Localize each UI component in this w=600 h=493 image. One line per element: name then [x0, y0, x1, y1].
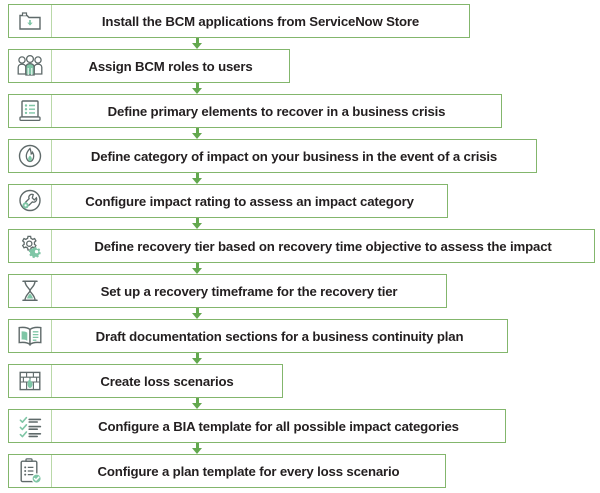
step-label: Configure a plan template for every loss…	[97, 463, 400, 479]
wrench-gear-circle-icon	[9, 185, 52, 217]
step-box[interactable]: Install the BCM applications from Servic…	[8, 4, 470, 38]
step-box[interactable]: Define primary elements to recover in a …	[8, 94, 502, 128]
step-box[interactable]: Configure a BIA template for all possibl…	[8, 409, 506, 443]
arrow-shaft	[196, 308, 199, 314]
step-box[interactable]: Define recovery tier based on recovery t…	[8, 229, 595, 263]
step-label: Define recovery tier based on recovery t…	[94, 238, 552, 254]
arrow-shaft	[196, 218, 199, 224]
users-group-icon	[9, 50, 52, 82]
flow-arrow-10-to-11	[192, 443, 203, 454]
arrow-head	[192, 88, 202, 94]
hourglass-icon	[9, 275, 52, 307]
flow-step-9: Create loss scenarios	[8, 364, 283, 398]
arrow-shaft	[196, 128, 199, 134]
flow-step-5: Configure impact rating to assess an imp…	[8, 184, 448, 218]
flow-arrow-2-to-3	[192, 83, 203, 94]
arrow-shaft	[196, 263, 199, 269]
arrow-shaft	[196, 83, 199, 89]
checklist-icon	[9, 410, 52, 442]
arrow-head	[192, 448, 202, 454]
flow-step-6: Define recovery tier based on recovery t…	[8, 229, 595, 263]
arrow-shaft	[196, 398, 199, 404]
arrow-shaft	[196, 353, 199, 359]
step-box[interactable]: Define category of impact on your busine…	[8, 139, 537, 173]
flow-step-1: Install the BCM applications from Servic…	[8, 4, 470, 38]
flow-arrow-1-to-2	[192, 38, 203, 49]
arrow-head	[192, 133, 202, 139]
double-gear-icon	[9, 230, 52, 262]
step-label: Create loss scenarios	[100, 373, 234, 389]
arrow-head	[192, 403, 202, 409]
step-label: Install the BCM applications from Servic…	[101, 13, 420, 29]
step-label: Assign BCM roles to users	[88, 58, 253, 74]
arrow-head	[192, 313, 202, 319]
arrow-head	[192, 268, 202, 274]
step-box[interactable]: Draft documentation sections for a busin…	[8, 319, 508, 353]
flow-arrow-4-to-5	[192, 173, 203, 184]
flow-arrow-5-to-6	[192, 218, 203, 229]
flow-step-10: Configure a BIA template for all possibl…	[8, 409, 506, 443]
flow-step-7: Set up a recovery timeframe for the reco…	[8, 274, 447, 308]
flow-step-11: Configure a plan template for every loss…	[8, 454, 446, 488]
step-label: Define category of impact on your busine…	[90, 148, 498, 164]
step-box[interactable]: Configure impact rating to assess an imp…	[8, 184, 448, 218]
flow-step-4: Define category of impact on your busine…	[8, 139, 537, 173]
folder-download-icon	[9, 5, 52, 37]
arrow-head	[192, 223, 202, 229]
arrow-head	[192, 358, 202, 364]
building-fire-icon	[9, 365, 52, 397]
clipboard-check-icon	[9, 455, 52, 487]
flow-step-3: Define primary elements to recover in a …	[8, 94, 502, 128]
step-label: Configure impact rating to assess an imp…	[85, 193, 414, 209]
flow-step-2: Assign BCM roles to users	[8, 49, 290, 83]
arrow-shaft	[196, 443, 199, 449]
step-label: Configure a BIA template for all possibl…	[98, 418, 459, 434]
flow-step-8: Draft documentation sections for a busin…	[8, 319, 508, 353]
flow-arrow-3-to-4	[192, 128, 203, 139]
flow-arrow-7-to-8	[192, 308, 203, 319]
step-box[interactable]: Configure a plan template for every loss…	[8, 454, 446, 488]
step-label: Set up a recovery timeframe for the reco…	[100, 283, 398, 299]
step-box[interactable]: Assign BCM roles to users	[8, 49, 290, 83]
open-book-icon	[9, 320, 52, 352]
arrow-head	[192, 178, 202, 184]
flame-circle-icon	[9, 140, 52, 172]
arrow-head	[192, 43, 202, 49]
flow-arrow-8-to-9	[192, 353, 203, 364]
arrow-shaft	[196, 38, 199, 44]
step-box[interactable]: Set up a recovery timeframe for the reco…	[8, 274, 447, 308]
document-list-icon	[9, 95, 52, 127]
flow-arrow-9-to-10	[192, 398, 203, 409]
arrow-shaft	[196, 173, 199, 179]
step-label: Draft documentation sections for a busin…	[95, 328, 464, 344]
step-box[interactable]: Create loss scenarios	[8, 364, 283, 398]
step-label: Define primary elements to recover in a …	[107, 103, 446, 119]
flow-arrow-6-to-7	[192, 263, 203, 274]
